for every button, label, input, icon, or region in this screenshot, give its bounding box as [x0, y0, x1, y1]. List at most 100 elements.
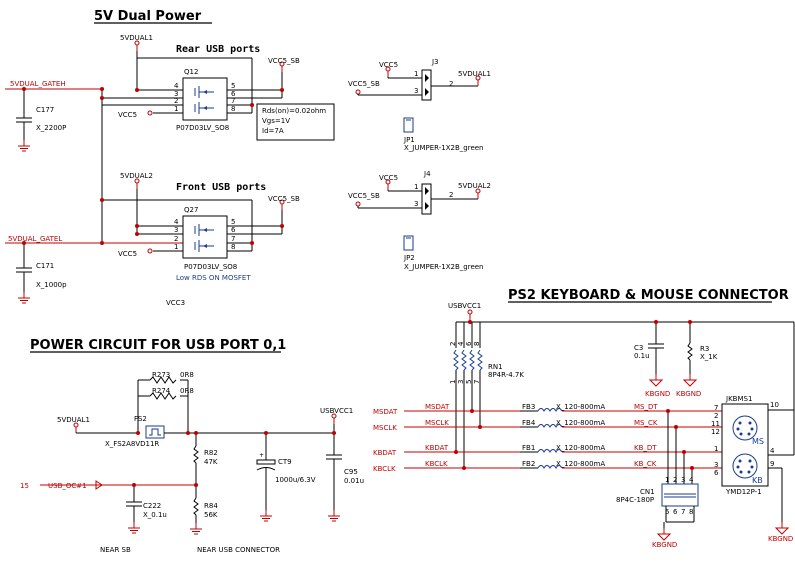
ground-c95: [327, 509, 341, 522]
q12-pin1: 1: [174, 105, 178, 113]
cap-ct9-plate1: [256, 459, 276, 465]
jp1-part: X_JUMPER-1X2B_green: [404, 144, 484, 152]
net-label-gateh: 5VDUAL_GATEH: [10, 80, 66, 88]
jp2-part: X_JUMPER-1X2B_green: [404, 263, 484, 271]
j4-pin1: 1: [414, 183, 418, 191]
conn-pin1: 1: [714, 445, 718, 453]
cn1-pin7: 7: [681, 508, 685, 516]
conn-pin6: 6: [714, 469, 719, 477]
rn1-pin6: 6: [465, 341, 473, 346]
ground-c222: [127, 521, 141, 534]
usbpwr-usbvcc1: USBVCC1: [320, 407, 353, 415]
rds-note-line3: Id=7A: [262, 127, 284, 135]
capacitor-array-cn1: [661, 483, 699, 507]
title-rear-usb: Rear USB ports: [176, 44, 260, 55]
title-5v-dual-power: 5V Dual Power: [94, 9, 202, 24]
fb2-value: X_120-800mA: [556, 460, 605, 468]
c222-ref: C222: [143, 502, 161, 510]
power-usbpwr-usbvcc1: [331, 413, 337, 425]
ferrite-fb2: [537, 465, 563, 469]
jumper-jp2: [403, 235, 414, 251]
cn1-pin3: 3: [681, 476, 685, 484]
j3-vcc5: VCC5: [379, 61, 398, 69]
ms-label: MS: [752, 437, 764, 446]
rn1-resistor-3: [469, 349, 475, 371]
ferrite-fb3: [537, 408, 563, 412]
vcc5-q12: VCC5: [118, 111, 137, 119]
conn-pin9: 9: [770, 460, 774, 468]
title-ps2: PS2 KEYBOARD & MOUSE CONNECTOR: [508, 288, 789, 303]
q27-pin4: 4: [174, 218, 179, 226]
fs2-part: X_FS2A8VD11R: [105, 440, 159, 448]
power-5vdual2: [134, 178, 140, 190]
net-msclk: MSCLK: [425, 419, 449, 427]
fuse-fs2: [145, 425, 165, 439]
q12-pin7: 7: [231, 97, 235, 105]
net-5vdual2: 5VDUAL2: [120, 172, 153, 180]
q27-part: P07D03LV_SO8: [184, 263, 237, 271]
fs2-ref: FS2: [134, 415, 147, 423]
c3-ref: C3: [634, 344, 643, 352]
q12-pin2: 2: [174, 97, 178, 105]
j3-pin3: 3: [414, 87, 418, 95]
conn-pin2: 2: [714, 412, 718, 420]
low-rds-note: Low RDS ON MOSFET: [176, 274, 251, 282]
net-msdat: MSDAT: [425, 403, 450, 411]
j3-pin1: 1: [414, 70, 418, 78]
resistor-r84: [193, 497, 199, 516]
j4-vcc5: VCC5: [379, 174, 398, 182]
mouse-port-socket: [732, 415, 758, 441]
mosfet-q12: [182, 77, 228, 121]
q12-ref: Q12: [184, 68, 198, 76]
vcc3-label: VCC3: [166, 299, 185, 307]
title-front-usb: Front USB ports: [176, 182, 266, 193]
ground-c171: [17, 291, 31, 304]
q27-pin5: 5: [231, 218, 235, 226]
header-j3: [421, 69, 432, 101]
q27-pin3: 3: [174, 226, 178, 234]
ps2-usbvcc1: USBVCC1: [448, 302, 481, 310]
c222-value: X_0.1u: [143, 511, 167, 519]
title-usb-power: POWER CIRCUIT FOR USB PORT 0,1: [30, 338, 286, 353]
cn1-value: 8P4C-180P: [616, 496, 654, 504]
resistor-r273: [149, 376, 177, 384]
rn1-pin3: 3: [457, 380, 465, 384]
net-5vdual1: 5VDUAL1: [120, 34, 153, 42]
rn1-resistor-4: [477, 349, 483, 371]
j3-pin2: 2: [449, 80, 453, 88]
power-j3-vcc5: [385, 66, 391, 78]
c95-ref: C95: [344, 468, 358, 476]
kbgnd-label-r3: KBGND: [676, 390, 701, 398]
r274-ref: R274: [152, 387, 171, 395]
kbgnd-r3: [683, 373, 697, 387]
j4-ref: J4: [423, 170, 431, 178]
ct9-plus: +: [259, 452, 264, 459]
cn1-pin8: 8: [689, 508, 693, 516]
c177-ref: C177: [36, 106, 54, 114]
fb1-value: X_120-800mA: [556, 444, 605, 452]
fb3-value: X_120-800mA: [556, 403, 605, 411]
rn1-pin2: 2: [449, 342, 457, 346]
q12-pin5: 5: [231, 82, 235, 90]
kbgnd-label-c3: KBGND: [645, 390, 670, 398]
r274-value: 0R8: [180, 387, 194, 395]
c171-value: X_1000p: [36, 281, 67, 289]
usbpwr-5vdual1: 5VDUAL1: [57, 416, 90, 424]
kbgnd-connector: [775, 521, 789, 535]
power-ps2-usbvcc1: [467, 309, 473, 321]
net-kb-ck: KB_CK: [634, 460, 657, 468]
j4-pin3: 3: [414, 200, 418, 208]
fb1-ref: FB1: [522, 444, 535, 452]
ground-r84: [189, 522, 203, 535]
jkbms1-ref: JKBMS1: [725, 395, 752, 403]
c171-ref: C171: [36, 262, 54, 270]
net-kbdat: KBDAT: [425, 444, 449, 452]
r273-ref: R273: [152, 371, 170, 379]
c177-value: X_2200P: [36, 124, 66, 132]
power-j4-vcc5: [385, 179, 391, 191]
r273-value: 0R8: [180, 371, 194, 379]
cn1-pin4: 4: [689, 476, 694, 484]
rn1-pin1: 1: [449, 380, 457, 384]
rds-note-line2: Vgs=1V: [262, 117, 290, 125]
cn1-pin1: 1: [665, 476, 669, 484]
